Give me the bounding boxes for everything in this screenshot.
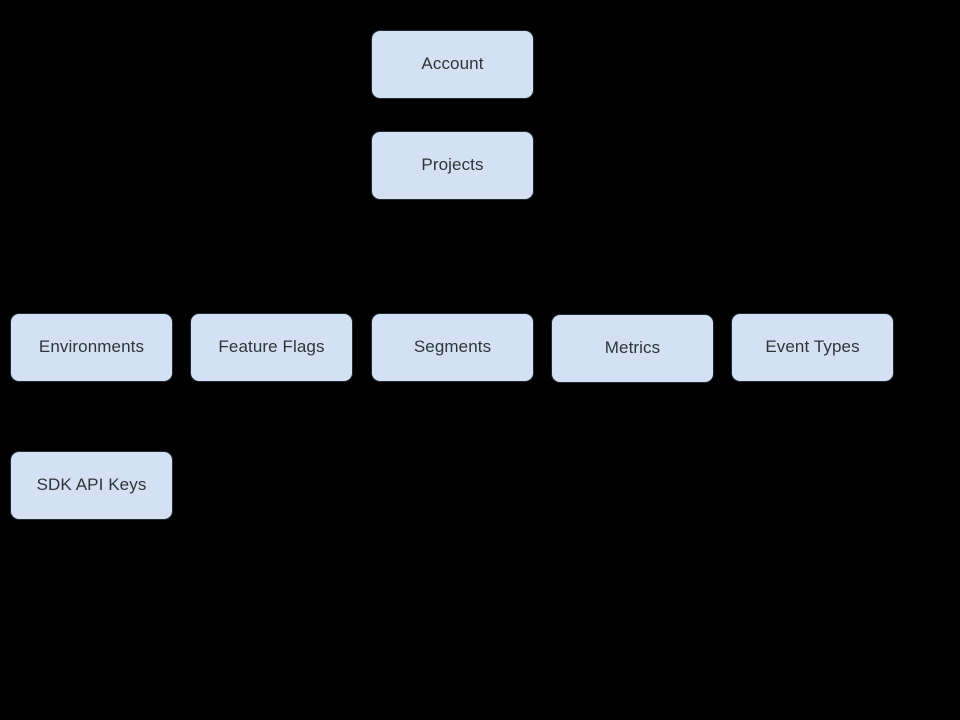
node-label-metrics: Metrics bbox=[604, 338, 661, 358]
node-segments[interactable]: Segments bbox=[371, 313, 534, 382]
node-label-projects: Projects bbox=[421, 155, 484, 175]
node-sdk-api-keys[interactable]: SDK API Keys bbox=[10, 451, 173, 520]
edge-projects-to-metrics bbox=[452, 200, 633, 314]
edge-projects-to-environments bbox=[91, 200, 453, 313]
edge-projects-to-event-types bbox=[452, 200, 813, 313]
node-metrics[interactable]: Metrics bbox=[551, 314, 714, 383]
node-event-types[interactable]: Event Types bbox=[731, 313, 894, 382]
node-feature-flags[interactable]: Feature Flags bbox=[190, 313, 353, 382]
node-label-segments: Segments bbox=[413, 337, 492, 357]
node-environments[interactable]: Environments bbox=[10, 313, 173, 382]
node-label-environments: Environments bbox=[38, 337, 145, 357]
node-label-account: Account bbox=[421, 54, 484, 74]
node-label-sdk-api-keys: SDK API Keys bbox=[36, 475, 147, 495]
node-projects[interactable]: Projects bbox=[371, 131, 534, 200]
node-label-feature-flags: Feature Flags bbox=[218, 337, 325, 357]
edge-projects-to-feature-flags bbox=[271, 200, 453, 313]
node-account[interactable]: Account bbox=[371, 30, 534, 99]
node-label-event-types: Event Types bbox=[765, 337, 860, 357]
